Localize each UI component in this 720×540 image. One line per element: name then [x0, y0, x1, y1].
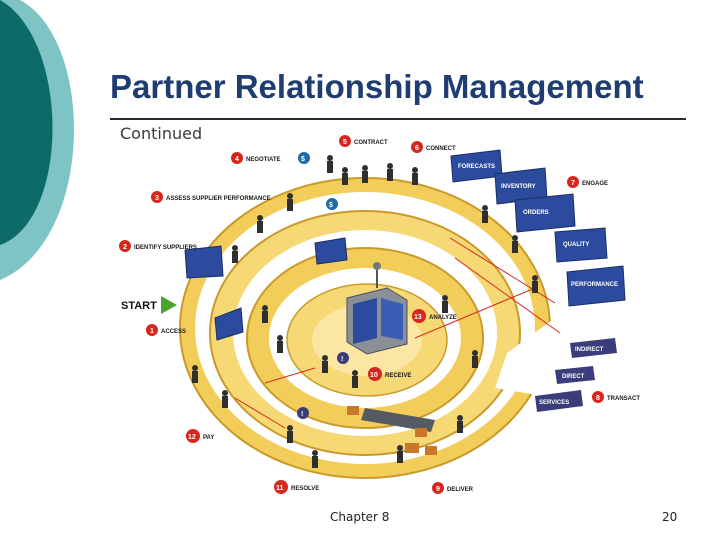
- step-9: 9 DELIVER: [432, 482, 474, 494]
- dollar-icon: $: [298, 152, 310, 164]
- svg-text:TRANSACT: TRANSACT: [607, 396, 640, 402]
- band-direct: DIRECT: [555, 366, 595, 384]
- svg-text:4: 4: [235, 156, 239, 163]
- alert-icon: !: [297, 407, 309, 419]
- svg-text:DELIVER: DELIVER: [447, 487, 474, 493]
- page-title: Partner Relationship Management: [110, 68, 700, 106]
- svg-text:5: 5: [343, 139, 347, 146]
- svg-text:IDENTIFY SUPPLIERS: IDENTIFY SUPPLIERS: [134, 245, 197, 251]
- screen-label: FORECASTS: [458, 164, 495, 170]
- screen-forecasts: FORECASTS: [451, 150, 502, 182]
- screen-label: PERFORMANCE: [571, 282, 618, 288]
- svg-text:$: $: [329, 202, 333, 209]
- screen-label: INVENTORY: [501, 184, 536, 190]
- dollar-icon: $: [326, 198, 338, 210]
- band-label: DIRECT: [562, 374, 585, 380]
- footer-chapter: Chapter 8: [330, 510, 389, 524]
- page-number: 20: [662, 510, 677, 524]
- slide-decoration: [0, 0, 110, 300]
- title-divider: [110, 118, 686, 120]
- start-marker: START: [121, 296, 177, 314]
- step-7: 7 ENGAGE: [567, 176, 608, 188]
- svg-text:8: 8: [596, 395, 600, 402]
- screen-label: QUALITY: [563, 242, 589, 248]
- start-arrow-icon: [161, 296, 177, 314]
- step-5: 5 CONTRACT: [339, 135, 388, 147]
- band-indirect: INDIRECT: [570, 338, 617, 358]
- svg-text:10: 10: [370, 372, 378, 379]
- screen-orders: ORDERS: [515, 194, 575, 232]
- svg-text:13: 13: [414, 314, 422, 321]
- svg-text:ASSESS SUPPLIER PERFORMANCE: ASSESS SUPPLIER PERFORMANCE: [166, 196, 271, 202]
- svg-text:RESOLVE: RESOLVE: [291, 486, 319, 492]
- svg-text:7: 7: [571, 180, 575, 187]
- svg-text:2: 2: [123, 244, 127, 251]
- svg-text:CONNECT: CONNECT: [426, 146, 456, 152]
- band-label: SERVICES: [539, 400, 569, 406]
- svg-text:ANALYZE: ANALYZE: [429, 315, 457, 321]
- svg-text:ENGAGE: ENGAGE: [582, 181, 608, 187]
- svg-text:1: 1: [150, 328, 154, 335]
- step-8: 8 TRANSACT: [592, 391, 640, 403]
- step-12: 12 PAY: [186, 429, 214, 443]
- svg-text:3: 3: [155, 195, 159, 202]
- svg-text:$: $: [301, 156, 305, 163]
- svg-text:NEGOTIATE: NEGOTIATE: [246, 157, 281, 163]
- step-6: 6 CONNECT: [411, 141, 456, 153]
- alert-icon: !: [337, 352, 349, 364]
- svg-text:RECEIVE: RECEIVE: [385, 373, 411, 379]
- svg-text:ACCESS: ACCESS: [161, 329, 186, 335]
- svg-text:CONTRACT: CONTRACT: [354, 140, 388, 146]
- svg-text:12: 12: [188, 434, 196, 441]
- step-11: 11 RESOLVE: [274, 480, 319, 494]
- prm-process-diagram: FORECASTS INVENTORY ORDERS QUALITY PERFO…: [115, 128, 655, 503]
- step-3: 3 ASSESS SUPPLIER PERFORMANCE: [151, 191, 271, 203]
- svg-text:11: 11: [276, 485, 284, 492]
- screen-label: ORDERS: [523, 210, 549, 216]
- svg-text:!: !: [301, 411, 303, 418]
- svg-text:PAY: PAY: [203, 435, 214, 441]
- screen-quality: QUALITY: [555, 228, 607, 262]
- step-2: 2 IDENTIFY SUPPLIERS: [119, 240, 197, 252]
- band-label: INDIRECT: [575, 347, 604, 353]
- screen-performance: PERFORMANCE: [567, 266, 625, 306]
- start-label: START: [121, 300, 157, 312]
- svg-text:!: !: [341, 356, 343, 363]
- svg-text:9: 9: [436, 486, 440, 493]
- step-4: 4 NEGOTIATE: [231, 152, 281, 164]
- svg-text:6: 6: [415, 145, 419, 152]
